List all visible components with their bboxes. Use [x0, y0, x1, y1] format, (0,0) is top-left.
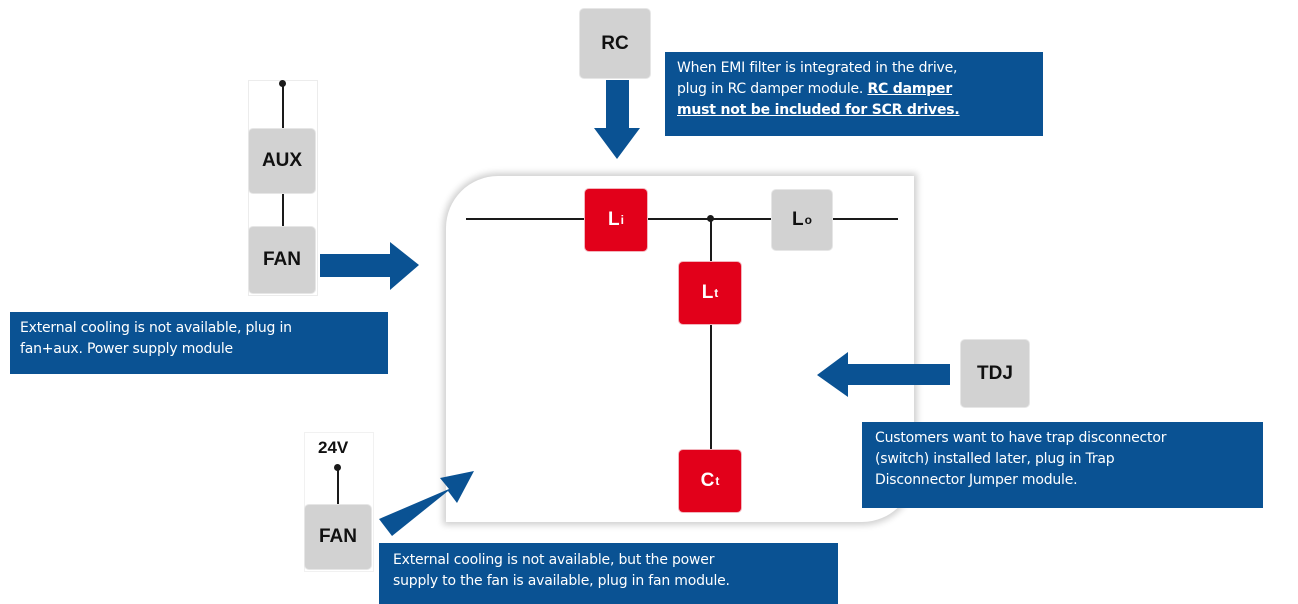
component-ct-subscript: t [715, 474, 720, 488]
main-bus-line [466, 218, 898, 220]
tdj-note: Customers want to have trap disconnector… [862, 422, 1263, 508]
tdj-arrow [817, 352, 950, 397]
fan-module-top-label: FAN [263, 249, 301, 270]
fan-bottom-arrow [379, 471, 474, 536]
aux-note-line1: External cooling is not available, plug … [20, 320, 292, 336]
aux-module: AUX [249, 129, 315, 193]
rc-note-emph-1: RC damper [867, 81, 953, 97]
tdj-module: TDJ [961, 340, 1029, 407]
aux-module-label: AUX [261, 150, 303, 171]
fan-module-bottom-label: FAN [319, 526, 357, 547]
aux-terminal-dot [279, 80, 286, 87]
rc-module-label: RC [601, 32, 629, 54]
rc-note-emph-2: must not be included for SCR drives. [677, 102, 960, 118]
rc-arrow [594, 80, 640, 159]
component-li-subscript: i [620, 213, 624, 227]
component-ct-label: C [700, 470, 715, 491]
rc-module: RC [580, 9, 650, 78]
fan24v-terminal-dot [334, 464, 341, 471]
label-24v: 24V [318, 438, 349, 457]
fan-note-line2: supply to the fan is available, plug in … [393, 573, 730, 589]
tdj-module-label: TDJ [977, 362, 1013, 384]
rc-note-line2-text: plug in RC damper module. [677, 81, 868, 97]
component-li-label: L [608, 209, 620, 230]
fan-module-top: FAN [249, 227, 315, 293]
component-lo-subscript: o [804, 213, 812, 227]
rc-note-line3: must not be included for SCR drives. [677, 100, 1031, 121]
rc-note-line2: plug in RC damper module. RC damper [677, 79, 1031, 100]
fan-note-line1: External cooling is not available, but t… [393, 552, 715, 568]
tdj-note-line1: Customers want to have trap disconnector [875, 430, 1167, 446]
component-lt-label: L [701, 282, 714, 303]
tdj-note-line3: Disconnector Jumper module. [875, 472, 1078, 488]
rc-note: When EMI filter is integrated in the dri… [665, 52, 1043, 136]
fan24v-supply-line [337, 468, 339, 505]
fan-module-bottom: FAN [305, 505, 371, 569]
aux-note-line2: fan+aux. Power supply module [20, 341, 233, 357]
tdj-note-line2: (switch) installed later, plug in Trap [875, 451, 1115, 467]
fan-top-arrow [320, 242, 419, 290]
fan-note: External cooling is not available, but t… [379, 543, 838, 604]
aux-supply-line [282, 84, 284, 129]
trap-branch-line [710, 218, 712, 453]
rc-note-line1: When EMI filter is integrated in the dri… [677, 60, 958, 76]
aux-note: External cooling is not available, plug … [10, 312, 388, 374]
component-lo-label: L [792, 209, 804, 230]
aux-fan-link-line [282, 193, 284, 227]
component-lt-subscript: t [714, 286, 719, 300]
